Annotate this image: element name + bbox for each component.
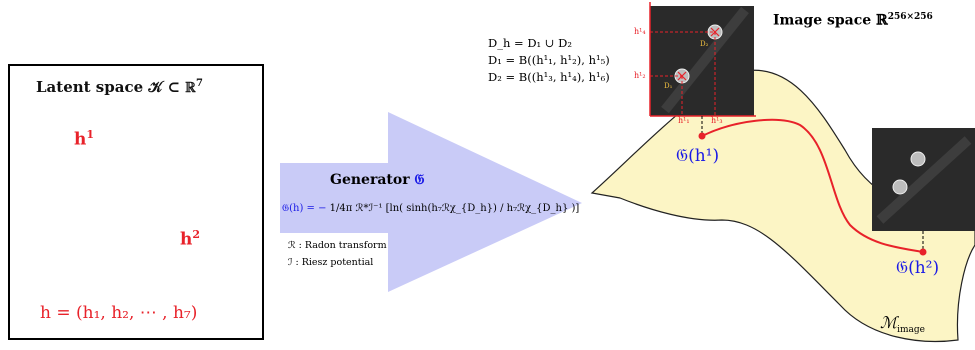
latent-space-title: Latent space 𝒦 ⊂ ℝ7	[36, 78, 203, 96]
latent-space-box	[8, 64, 264, 340]
tick-h2: h¹₂	[634, 71, 646, 80]
legend-riesz: ℐ : Riesz potential	[288, 257, 374, 268]
generator-arrow	[280, 112, 582, 292]
definition-dh: D_h = D₁ ∪ D₂	[488, 36, 572, 50]
label-g-h1: 𝔊(h¹)	[676, 146, 720, 166]
legend-radon: ℛ : Radon transform	[288, 240, 387, 251]
tick-h1: h¹₁	[678, 116, 690, 125]
manifold-label: ℳimage	[880, 313, 925, 336]
manifold-point-h1	[698, 132, 706, 140]
manifold-path	[701, 118, 924, 253]
tick-h3: h¹₃	[711, 116, 723, 125]
ct-image-2	[872, 128, 975, 231]
definition-d2: D₂ = B((h¹₃, h¹₄), h¹₆)	[488, 70, 610, 84]
generator-title: Generator 𝔊	[330, 172, 425, 188]
ct-image-1	[649, 2, 756, 117]
label-g-h2: 𝔊(h²)	[896, 258, 940, 278]
label-d2: D₂	[700, 40, 709, 48]
tick-h4: h¹₄	[634, 27, 646, 36]
image-space-title: Image space ℝ256×256	[773, 12, 933, 29]
generator-formula: 𝔊(h) = − 1/4π ℛ*ℐ⁻¹ [ln( sinh(h₇ℛχ_{D_h}…	[282, 203, 580, 214]
label-h2: h2	[180, 228, 201, 250]
latent-tuple: h = (h₁, h₂, ⋯ , h₇)	[40, 303, 198, 323]
label-h1: h1	[74, 128, 95, 150]
label-d1: D₁	[664, 82, 673, 90]
definition-d1: D₁ = B((h¹₁, h¹₂), h¹₅)	[488, 53, 610, 67]
manifold-point-h2	[919, 248, 927, 256]
